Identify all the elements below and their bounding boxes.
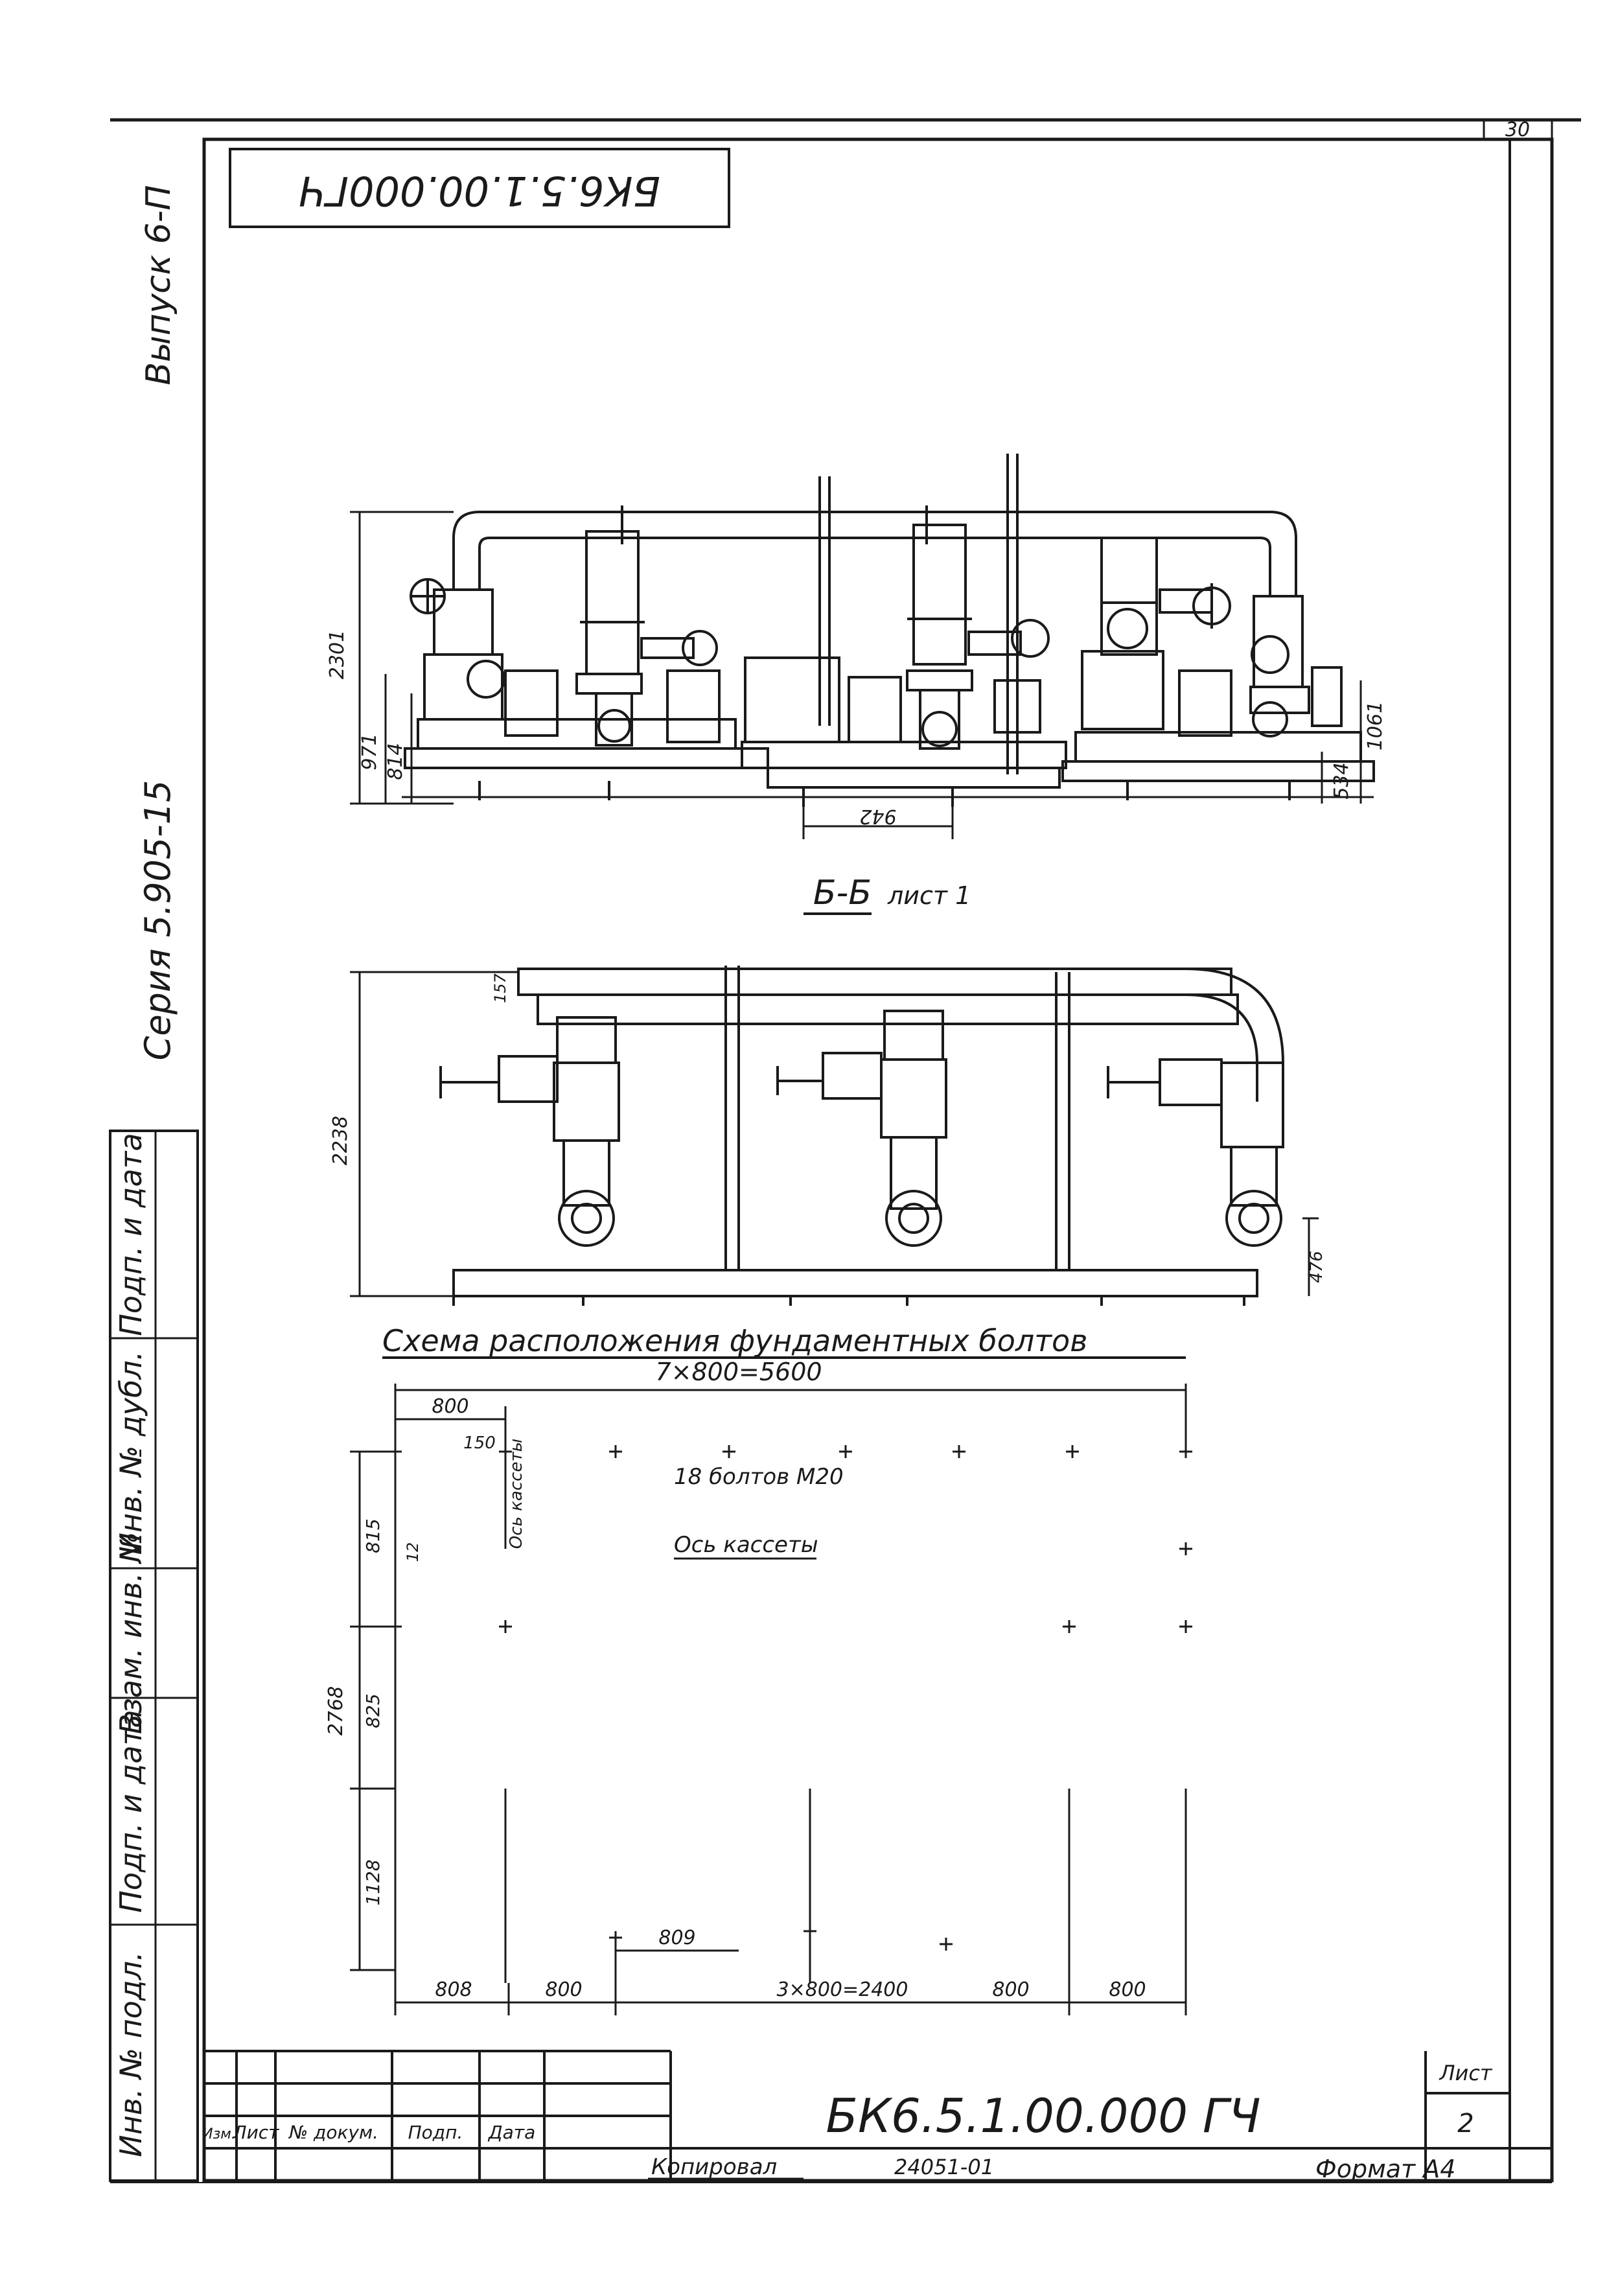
bottom-dim-4: 800 [992, 1978, 1029, 2001]
footer-number: 24051-01 [894, 2155, 994, 2179]
top-stamp: БК6.5.1.00.000ГЧ [299, 167, 660, 215]
tb-header-podp: Подп. [408, 2122, 463, 2143]
dim-1128: 1128 [362, 1859, 384, 1905]
section-b-b-view [439, 966, 1284, 1306]
strip-label-3: Взам. инв. № [113, 1532, 148, 1734]
note-axis: Ось кассеты [674, 1532, 818, 1558]
dim-971: 971 [358, 733, 381, 770]
section-sheet-ref: лист 1 [887, 881, 971, 910]
dim-2768: 2768 [325, 1686, 347, 1735]
left-strip: Подп. и дата Инв. № дубл. Взам. инв. № П… [109, 1130, 199, 2182]
top-elevation-view [402, 454, 1375, 807]
dim-800-top: 800 [432, 1395, 468, 1418]
tb-sheet-value: 2 [1457, 2109, 1474, 2139]
bolt-scheme-title: Схема расположения фундаментных болтов [382, 1323, 1087, 1358]
title-block-grid [204, 2050, 1552, 2181]
dim-150: 150 [463, 1433, 496, 1453]
vertical-axis-label: Ось кассеты [507, 1439, 526, 1549]
dim-157: 157 [491, 973, 509, 1003]
dim-476: 476 [1307, 1251, 1326, 1283]
bottom-dim-5: 800 [1109, 1978, 1146, 2001]
dim-12: 12 [404, 1542, 422, 1562]
drawing-frame [202, 137, 1554, 2183]
footer-format: Формат А4 [1315, 2155, 1455, 2183]
footer-copied: Копировал [651, 2154, 777, 2180]
dim-809: 809 [658, 1927, 695, 1949]
tb-header-izm: Изм. [202, 2126, 236, 2142]
dim-942: 942 [859, 805, 896, 828]
tb-header-doc: № докум. [288, 2122, 378, 2143]
section-label: Б-Б [813, 874, 872, 912]
bolt-top-dim: 7×800=5600 [655, 1358, 822, 1386]
dim-815: 815 [362, 1518, 384, 1553]
strip-label-1: Подп. и дата [113, 1133, 148, 1336]
bottom-dim-1: 808 [435, 1978, 472, 2001]
section-dimension-lines [350, 971, 1319, 1297]
strip-label-5: Инв. № подл. [113, 1951, 148, 2157]
note-bolts: 18 болтов М20 [674, 1464, 844, 1490]
strip-label-2: Инв. № дубл. [113, 1351, 148, 1555]
side-seriya-label: Серия 5.905-15 [137, 780, 178, 1061]
strip-label-4: Подп. и дата [113, 1710, 148, 1912]
dim-2238: 2238 [329, 1116, 352, 1165]
dim-1061: 1061 [1364, 701, 1387, 750]
tb-designation: БК6.5.1.00.000 ГЧ [826, 2089, 1261, 2143]
corner-number-box [1483, 119, 1553, 141]
top-stamp-box [229, 148, 730, 228]
bolt-markers [389, 1445, 1192, 1951]
dim-814: 814 [384, 743, 407, 780]
side-vypusk-label: Выпуск 6-П [139, 185, 178, 386]
dim-534: 534 [1330, 762, 1353, 799]
sheet-number-corner: 30 [1505, 119, 1530, 141]
dim-2301: 2301 [326, 630, 349, 679]
dim-825: 825 [362, 1693, 384, 1728]
tb-sheet-label: Лист [1439, 2061, 1492, 2085]
tb-header-date: Дата [487, 2122, 536, 2143]
bolt-scheme-lines [350, 1384, 1187, 2015]
tb-header-list: Лист [233, 2122, 280, 2143]
bottom-dim-3: 3×800=2400 [777, 1978, 908, 2001]
top-view-dimension-lines [350, 511, 1362, 839]
bottom-dim-2: 800 [545, 1978, 582, 2001]
